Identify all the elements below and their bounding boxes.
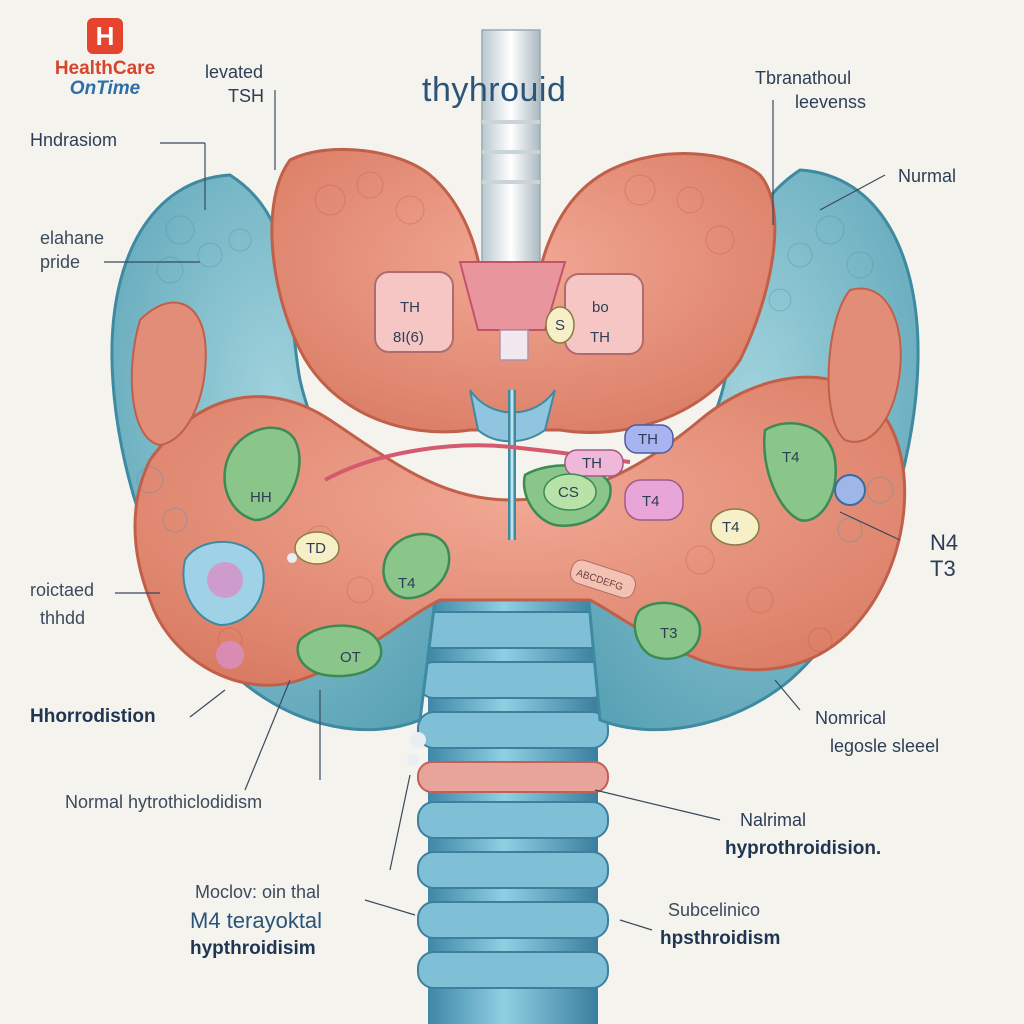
label-levated: levated — [205, 62, 264, 82]
lobe-texture — [136, 215, 894, 543]
label-subcelinico: Subcelinico — [668, 900, 761, 920]
label-legosle-sleeel: legosle sleeel — [830, 736, 940, 756]
label-t3: T3 — [930, 556, 956, 581]
tag-td-oval — [294, 531, 340, 565]
label-tbranathoul: Tbranathoul — [755, 68, 852, 88]
label-moclov: Moclov: oin thal — [195, 882, 321, 902]
bubble — [407, 754, 419, 766]
label-elahane: elahane — [40, 228, 105, 248]
tag-ot: OT — [340, 649, 361, 666]
right-lobe-patch — [827, 287, 902, 443]
label-pride: pride — [40, 252, 81, 272]
green-nodule-low — [296, 624, 383, 678]
healthcare-logo: H HealthCare OnTime — [30, 18, 180, 100]
left-lobe-patch — [130, 301, 207, 447]
tag-th-blue: TH — [638, 431, 658, 448]
tag-cs: CS — [558, 484, 579, 501]
tag-s: S — [555, 317, 565, 334]
tag-sich: 8I(6) — [393, 329, 424, 346]
green-nodule-right — [762, 422, 838, 522]
logo-badge-icon: H — [87, 18, 123, 54]
tag-t4-far: T4 — [782, 449, 800, 466]
green-nodule-mid — [382, 532, 451, 600]
label-m4-terayoktal: M4 terayoktal — [190, 908, 323, 933]
label-normal-top: Nurmal — [898, 166, 957, 186]
right-follicle — [834, 474, 866, 506]
tissue-texture — [217, 171, 833, 653]
tag-s-oval — [545, 306, 575, 344]
label-hypthroidisim: hypthroidisim — [190, 938, 316, 959]
tag-t4-right: T4 — [642, 493, 660, 510]
tag-th-blue-box — [624, 424, 674, 454]
diagram-title: thyhrouid — [422, 71, 567, 109]
leader-lines — [104, 90, 901, 931]
tag-t4-left-green: T4 — [398, 575, 416, 592]
tag-td: TD — [306, 540, 326, 557]
label-normal-hypo: Normal hytrothiclodidism — [65, 792, 263, 812]
label-hyprothroidision: hyprothroidision. — [725, 838, 882, 859]
follicle-pink-dot-2 — [216, 641, 244, 669]
tag-t3-right: T3 — [660, 625, 678, 642]
label-thhdd: thhdd — [40, 608, 86, 628]
label-nalrimal: Nalrimal — [740, 810, 807, 830]
bubble — [410, 732, 426, 748]
tag-th-pink-box — [564, 449, 624, 477]
label-nomrical: Nomrical — [815, 708, 887, 728]
label-hhorrodistion: Hhorrodistion — [30, 706, 156, 727]
label-tsh: TSH — [228, 86, 264, 106]
isthmus-band — [133, 375, 907, 687]
tag-th-right: TH — [590, 329, 610, 346]
label-hpsthroidism: hpsthroidism — [660, 928, 781, 949]
tag-th-pink: TH — [582, 455, 602, 472]
tag-t4-mid-oval — [710, 508, 760, 546]
logo-line-2: OnTime — [69, 78, 141, 99]
green-nodule-left — [223, 426, 301, 522]
logo-line-1: HealthCare — [54, 58, 156, 79]
label-roictaed: roictaed — [30, 580, 95, 600]
label-leevenss: leevenss — [795, 92, 867, 112]
tag-th-left-box — [374, 271, 454, 353]
tag-cs-oval — [543, 473, 597, 511]
label-n4: N4 — [930, 530, 959, 555]
follicle-pink-dot — [207, 562, 243, 598]
central-tube — [458, 29, 567, 540]
tag-bo: bo — [592, 299, 609, 316]
green-nodule-far-right — [633, 601, 702, 661]
tag-t4-mid: T4 — [722, 519, 740, 536]
trachea — [417, 600, 609, 1024]
tag-t4-pink-box — [624, 479, 684, 521]
tag-blurb-box — [570, 559, 636, 599]
label-hndrasiom: Hndrasiom — [30, 130, 118, 150]
bubble — [287, 553, 297, 563]
tag-th-left: TH — [400, 299, 420, 316]
tag-hh: HH — [250, 489, 272, 506]
